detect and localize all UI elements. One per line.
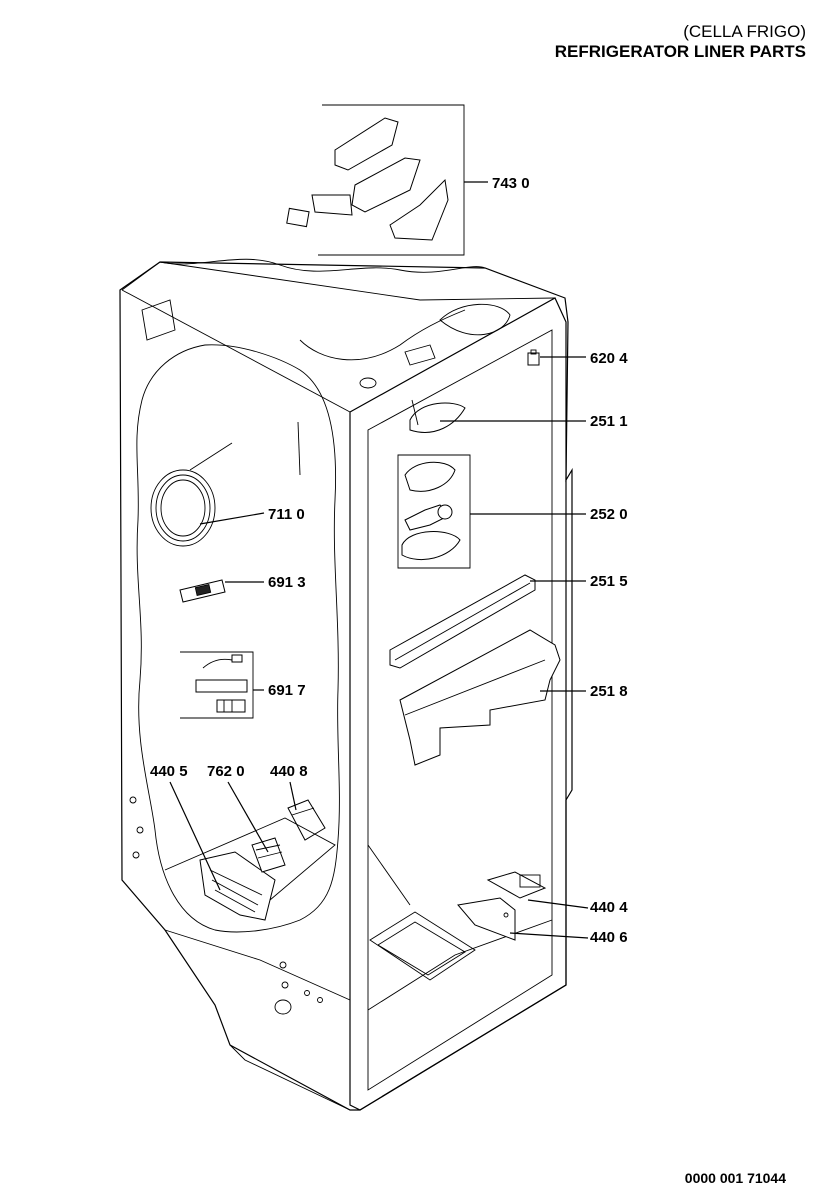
callout-2515: 251 5 bbox=[590, 573, 628, 590]
callout-620: 620 4 bbox=[590, 350, 628, 367]
callout-4405: 440 5 bbox=[150, 763, 188, 780]
part-4405-louver-grille bbox=[199, 851, 276, 921]
callout-6917: 691 7 bbox=[268, 682, 306, 699]
part-2511-light-cover bbox=[409, 399, 466, 433]
part-743-air-duct-assembly bbox=[286, 104, 465, 256]
callout-2518: 251 8 bbox=[590, 683, 628, 700]
callout-4404: 440 4 bbox=[590, 899, 628, 916]
fan-cover-outline bbox=[164, 817, 336, 901]
part-6917-sensor-kit bbox=[180, 651, 254, 719]
part-4406-hinge-plate bbox=[457, 897, 516, 941]
callout-743: 743 0 bbox=[492, 175, 530, 192]
page-title: REFRIGERATOR LINER PARTS bbox=[554, 42, 806, 62]
part-762-filter bbox=[251, 837, 286, 873]
part-2518-shelf-support bbox=[399, 629, 561, 766]
part-711-tube-coil bbox=[150, 442, 233, 547]
part-252-lamp-assembly bbox=[397, 454, 471, 569]
page-header: (CELLA FRIGO) REFRIGERATOR LINER PARTS bbox=[555, 22, 806, 63]
refrigerator-liner bbox=[119, 258, 573, 1111]
part-4408-damper bbox=[287, 799, 326, 841]
part-6913-bracket bbox=[179, 579, 226, 603]
leader-lines bbox=[169, 181, 589, 939]
callout-711: 711 0 bbox=[268, 506, 305, 523]
callout-4406: 440 6 bbox=[590, 929, 628, 946]
part-620-clip bbox=[527, 349, 540, 366]
callout-252: 252 0 bbox=[590, 506, 628, 523]
callout-762: 762 0 bbox=[207, 763, 245, 780]
part-2515-shelf-trim bbox=[389, 574, 536, 669]
part-4404-bracket bbox=[486, 871, 547, 899]
callout-2511: 251 1 bbox=[590, 413, 628, 430]
callout-4408: 440 8 bbox=[270, 763, 308, 780]
callout-6913: 691 3 bbox=[268, 574, 306, 591]
document-number: 0000 001 71044 bbox=[684, 1170, 786, 1186]
page-subtitle: (CELLA FRIGO) bbox=[683, 22, 806, 41]
